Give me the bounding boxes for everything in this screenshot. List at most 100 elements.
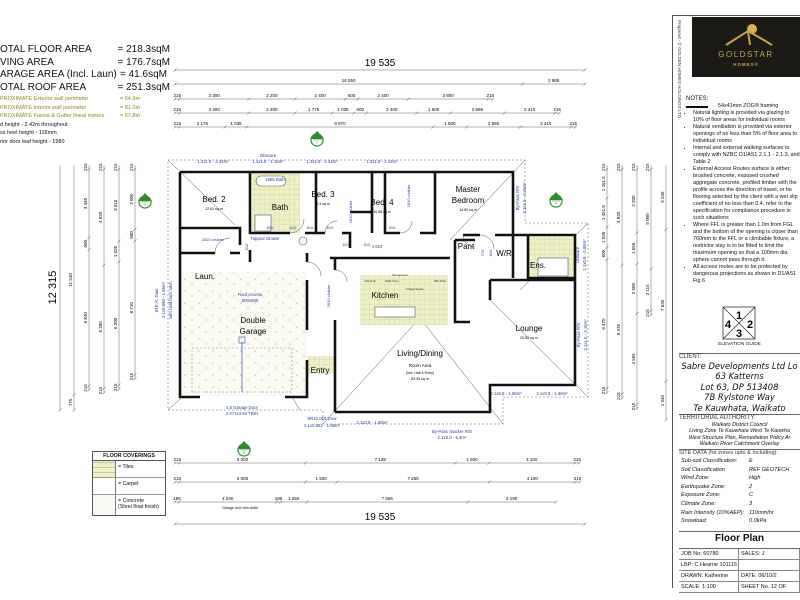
overall-dimension: 19 535 [365, 58, 396, 69]
dimension-tick [247, 111, 251, 115]
dimension-tick [293, 97, 297, 101]
dimension-tick [635, 231, 639, 235]
dimension-tick [117, 383, 121, 387]
kitchen-item: 600 Hob [364, 279, 376, 283]
opening-label: 1655 Bath [265, 177, 285, 182]
garage-floor [182, 272, 307, 396]
opening-label: 2.1x0.860 - 1.86m² [161, 281, 166, 318]
roof-outline [167, 159, 589, 425]
dimension-tick [605, 245, 609, 250]
dimension-tick [247, 97, 251, 101]
opening-label: SR15.060 Door [307, 416, 337, 421]
dimension-tick [664, 379, 668, 384]
dimension-value: 6 000 [237, 476, 249, 481]
dimension-value: 1 500 [316, 476, 328, 481]
dimension-tick [664, 227, 668, 232]
dimension-tick [557, 111, 562, 115]
job-field: SCALE: 1:100 [679, 582, 739, 593]
room-area-note: (incl. Hall & Entry) [406, 371, 434, 375]
opening-label: 2.1x0.8 - 1.68m² [536, 391, 568, 396]
svg-text:4: 4 [725, 319, 732, 331]
client-line: 7B Rylstone Way [704, 392, 775, 403]
dimension-tick [520, 82, 525, 86]
area-row: VING AREA= 176.7sqM [0, 56, 170, 68]
framing-line-icon [686, 105, 708, 108]
dimension-tick [364, 111, 369, 115]
dimension-value: 215 [98, 163, 103, 171]
dimension-value: 2 565 [488, 121, 500, 126]
dimension-tick [117, 239, 121, 243]
dimension-tick [177, 97, 182, 101]
room-area: 10.58 sq m [373, 210, 391, 214]
dimension-tick [87, 384, 91, 388]
floor-coverings-title: FLOOR COVERINGS [93, 452, 165, 461]
dimension-tick [133, 239, 137, 243]
dimension-tick [620, 396, 624, 400]
dimension-value: 215 [570, 121, 578, 126]
room-area: 20.52 sq m [520, 336, 538, 340]
room-name: Room Area [409, 363, 432, 368]
site-data-row: Earthquake Zone:2 [681, 483, 753, 490]
note-item: Natural ventilation is provided via exte… [693, 124, 800, 145]
dimension-value: 3 300 [209, 93, 221, 98]
approx-row: PROXIMATE Interior wall perimeter= 81.0m [0, 104, 141, 111]
kitchen-item: Fridge Space [406, 287, 424, 291]
section-id: A [316, 141, 318, 145]
dimension-value: 11 540 [68, 273, 73, 287]
room-name: Ens. [530, 261, 546, 270]
area-row: OTAL ROOF AREA= 251.3sqM [0, 81, 170, 93]
dimension-tick [58, 408, 62, 412]
room-name: W/R [496, 249, 512, 258]
job-field: SHEET No. 12 OF [739, 582, 800, 593]
dimension-tick [173, 500, 177, 504]
opening-label: By-Pass R/S [515, 186, 520, 210]
dimension-tick [466, 500, 470, 504]
approx-row: PROXIMATE Fascia & Gutter lineal meters=… [0, 113, 141, 119]
dimension-value: 2 200 [266, 107, 278, 112]
dimension-tick [605, 257, 609, 262]
dimension-tick [293, 111, 297, 115]
dimension-tick [553, 111, 557, 115]
authority-line: Waikato River Catchment Overlay [699, 440, 780, 447]
overall-dimension: 12 315 [671, 271, 672, 305]
section-id: B [555, 202, 557, 206]
opening-label: 2.1x0.8 - 1.68m² [490, 391, 522, 396]
dimension-value: 1 775 [308, 107, 320, 112]
garage-door-note: Garage door trim width [222, 506, 258, 510]
door-width-label: 810 [267, 225, 274, 230]
dimension-tick [352, 111, 356, 115]
dimension-tick [245, 125, 249, 129]
dimension-value: 215 [129, 372, 134, 380]
door-width-label: 810 [307, 225, 314, 230]
dimension-value: 215 [173, 93, 181, 98]
site-data-row: Wind Zone:High [681, 475, 761, 482]
dimension-tick [577, 461, 582, 465]
dimension-value: 1 250 [288, 496, 300, 501]
job-field: LBP: C.Hearne 101116 [679, 560, 739, 571]
job-field: DRAWN: Katherine [679, 571, 739, 582]
dimension-tick [569, 125, 573, 129]
opening-label: By-Pass R/S [576, 323, 581, 347]
opening-label: 1.3x1.8 - 2.34m² [197, 159, 229, 164]
dimension-tick [356, 97, 360, 101]
door-width-label: 810 [364, 242, 371, 247]
goldstar-logo: GOLDSTAR HOMES® [692, 17, 800, 77]
dimension-value: 8 870 [334, 121, 346, 126]
height-note: rior door leaf height - 1980 [0, 138, 65, 145]
dimension-tick [620, 263, 624, 267]
dimension-tick [486, 97, 490, 101]
room-name: Bed. 2 [202, 195, 226, 204]
dimension-tick [583, 68, 587, 72]
section-id: B [243, 451, 245, 455]
dimension-value: 195 [173, 496, 181, 501]
dimension-value: 215 [645, 163, 650, 171]
opening-label: Roof Access [238, 292, 262, 297]
dimension-tick [223, 125, 227, 129]
dimension-value: 16 550 [342, 78, 356, 83]
note-item: Internal and external walking surfaces t… [693, 145, 800, 166]
